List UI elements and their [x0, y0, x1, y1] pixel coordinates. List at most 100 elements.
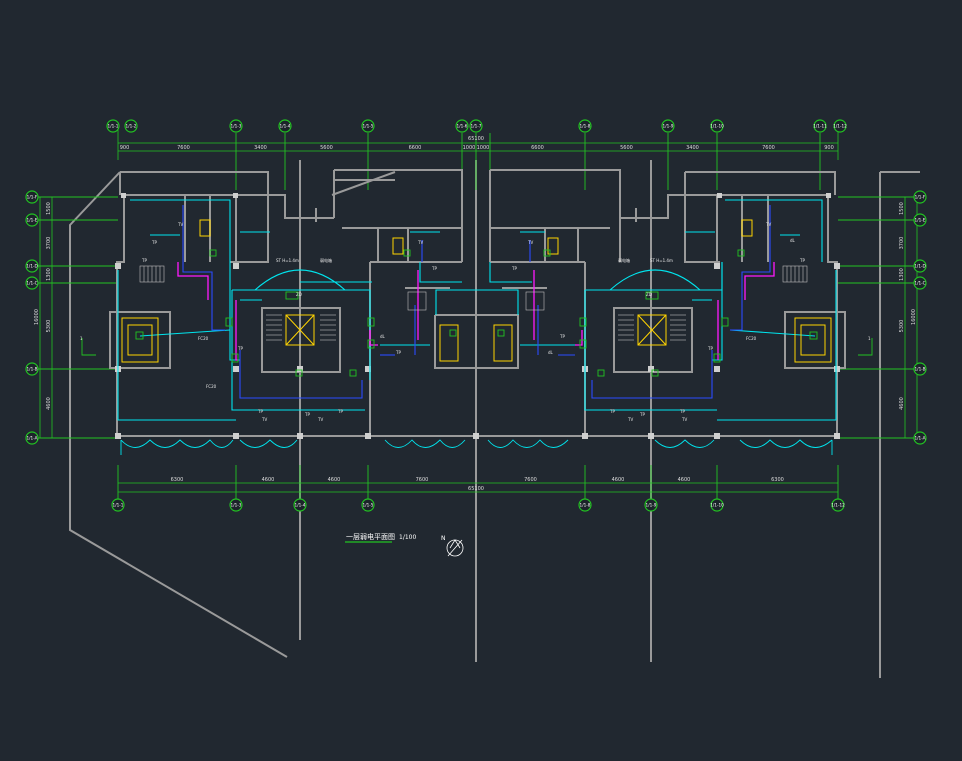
dim-top-4: 5600 — [320, 145, 333, 151]
dim-top-11: 7600 — [762, 145, 775, 151]
dim-bottom-3: 4600 — [328, 477, 341, 483]
tv-label-4: TV — [417, 240, 423, 245]
dim-bottom-1: 6300 — [171, 477, 184, 483]
dim-right-4: 5300 — [899, 320, 905, 333]
axis-top-2-label: 1/1-2 — [126, 124, 137, 129]
stairs — [139, 265, 808, 341]
dim-left-overall: 16000 — [34, 309, 40, 325]
axis-top-12: 1/1-12 — [833, 119, 847, 133]
axis-right-2: 1/1-E — [913, 213, 927, 227]
yellow-equipment — [121, 219, 832, 363]
blue-wiring — [182, 205, 771, 399]
axis-bottom-1-label: 1/1-1 — [113, 503, 124, 508]
tp-label-15: TP — [799, 258, 805, 263]
tv-label-5: TV — [527, 240, 533, 245]
fc-label-3: FC20 — [746, 336, 757, 341]
axis-top-8-label: 1/1-8 — [580, 124, 591, 129]
dim-left-4: 5300 — [46, 320, 52, 333]
axis-top-10: 1/1-10 — [710, 119, 724, 133]
box-label-2: 弱电箱 — [618, 257, 630, 263]
tv-label-2: TV — [261, 417, 267, 422]
tp-label-8: TP — [511, 266, 517, 271]
dim-top-12: 900 — [824, 145, 834, 151]
axis-left-4: 1/1-C — [25, 276, 39, 290]
dim-top-9: 5600 — [620, 145, 633, 151]
axis-top-1: 1/1-1 — [106, 119, 120, 133]
dim-right-2: 3700 — [899, 237, 905, 250]
storefront-windows — [120, 439, 833, 455]
axis-bottom-6: 1/1-9 — [644, 498, 658, 512]
axis-left-3-label: 1/1-D — [26, 264, 37, 269]
axis-left-5-label: 1/1-B — [27, 367, 38, 372]
axis-left-1-label: 1/1-F — [27, 195, 38, 200]
axis-top-3-label: 1/1-3 — [231, 124, 242, 129]
columns — [115, 193, 840, 439]
dim-left-5: 4600 — [46, 397, 52, 410]
axis-bottom-8: 1/1-12 — [831, 498, 845, 512]
tp-label-4: TP — [304, 412, 310, 417]
axis-left-5: 1/1-B — [25, 362, 39, 376]
axis-bottom-2-label: 1/1-3 — [231, 503, 242, 508]
axis-left-3: 1/1-D — [25, 259, 39, 273]
device-symbols — [81, 249, 873, 377]
tv-label-3: TV — [317, 417, 323, 422]
tp-label-5: TP — [337, 409, 343, 414]
tp-label-13: TP — [707, 346, 713, 351]
axis-right-4: 1/1-C — [913, 276, 927, 290]
dim-top-overall: 65100 — [468, 136, 484, 142]
dim-left-1: 1500 — [46, 202, 52, 215]
axis-top-6-label: 1/1-6 — [457, 124, 468, 129]
axis-right-1-label: 1/1-F — [915, 195, 926, 200]
axis-bottom-3: 1/1-4 — [293, 498, 307, 512]
building-walls — [109, 169, 846, 437]
axis-left-2-label: 1/1-E — [27, 218, 38, 223]
tp-label-3: TP — [257, 409, 263, 414]
dim-bottom-4: 7600 — [416, 477, 429, 483]
axis-right-4-label: 1/1-C — [914, 281, 925, 286]
dim-bottom-2: 4600 — [262, 477, 275, 483]
dl-label-3: dL — [790, 238, 796, 243]
axis-bottom-5-label: 1/1-8 — [580, 503, 591, 508]
axis-top-7: 1/1-7 — [469, 119, 483, 133]
drawing-title-block: 一层弱电平面图 1/100 — [345, 532, 416, 543]
axis-top-7-label: 1/1-7 — [471, 124, 482, 129]
axis-right-5-label: 1/1-B — [915, 367, 926, 372]
dim-right-1: 1500 — [899, 202, 905, 215]
axis-right-6-label: 1/1-A — [914, 436, 925, 441]
dim-right-3: 1300 — [899, 268, 905, 281]
section-mark-left: 1 — [80, 336, 83, 341]
axis-bottom-4-label: 1/1-5 — [363, 503, 374, 508]
dimension-lines — [39, 130, 918, 493]
site-boundary — [69, 160, 920, 678]
axis-top-11-label: 1/1-11 — [813, 124, 827, 129]
tp-label-1: TP — [151, 240, 157, 245]
dl-label-2: dL — [548, 350, 554, 355]
magenta-wiring — [177, 262, 775, 361]
axis-top-1-label: 1/1-1 — [108, 124, 119, 129]
axis-bottom-7: 1/1-10 — [710, 498, 724, 512]
axis-top-4-label: 1/1-4 — [280, 124, 291, 129]
dim-left-3: 1300 — [46, 268, 52, 281]
axis-bottom-5: 1/1-8 — [578, 498, 592, 512]
dim-top-5: 6600 — [409, 145, 422, 151]
dim-bottom-7: 4600 — [678, 477, 691, 483]
axis-bottom-3-label: 1/1-4 — [295, 503, 306, 508]
axis-top-4: 1/1-4 — [278, 119, 292, 133]
dl-label-1: dL — [380, 334, 386, 339]
axis-top-11: 1/1-11 — [813, 119, 827, 133]
tp-label-6: TP — [395, 350, 401, 355]
dim-bottom-8: 6300 — [771, 477, 784, 483]
dim-top-2: 7600 — [177, 145, 190, 151]
dim-top-3: 3400 — [254, 145, 267, 151]
axis-bottom-2: 1/1-3 — [229, 498, 243, 512]
drawing-title: 一层弱电平面图 — [346, 532, 395, 541]
axis-left-1: 1/1-F — [25, 190, 39, 204]
north-label: N — [441, 535, 446, 542]
fc-label-1: FC20 — [198, 336, 209, 341]
tv-amp-label-1: ST H=1.4m — [276, 258, 299, 263]
tp-label-9: TP — [559, 334, 565, 339]
axis-left-4-label: 1/1-C — [26, 281, 37, 286]
